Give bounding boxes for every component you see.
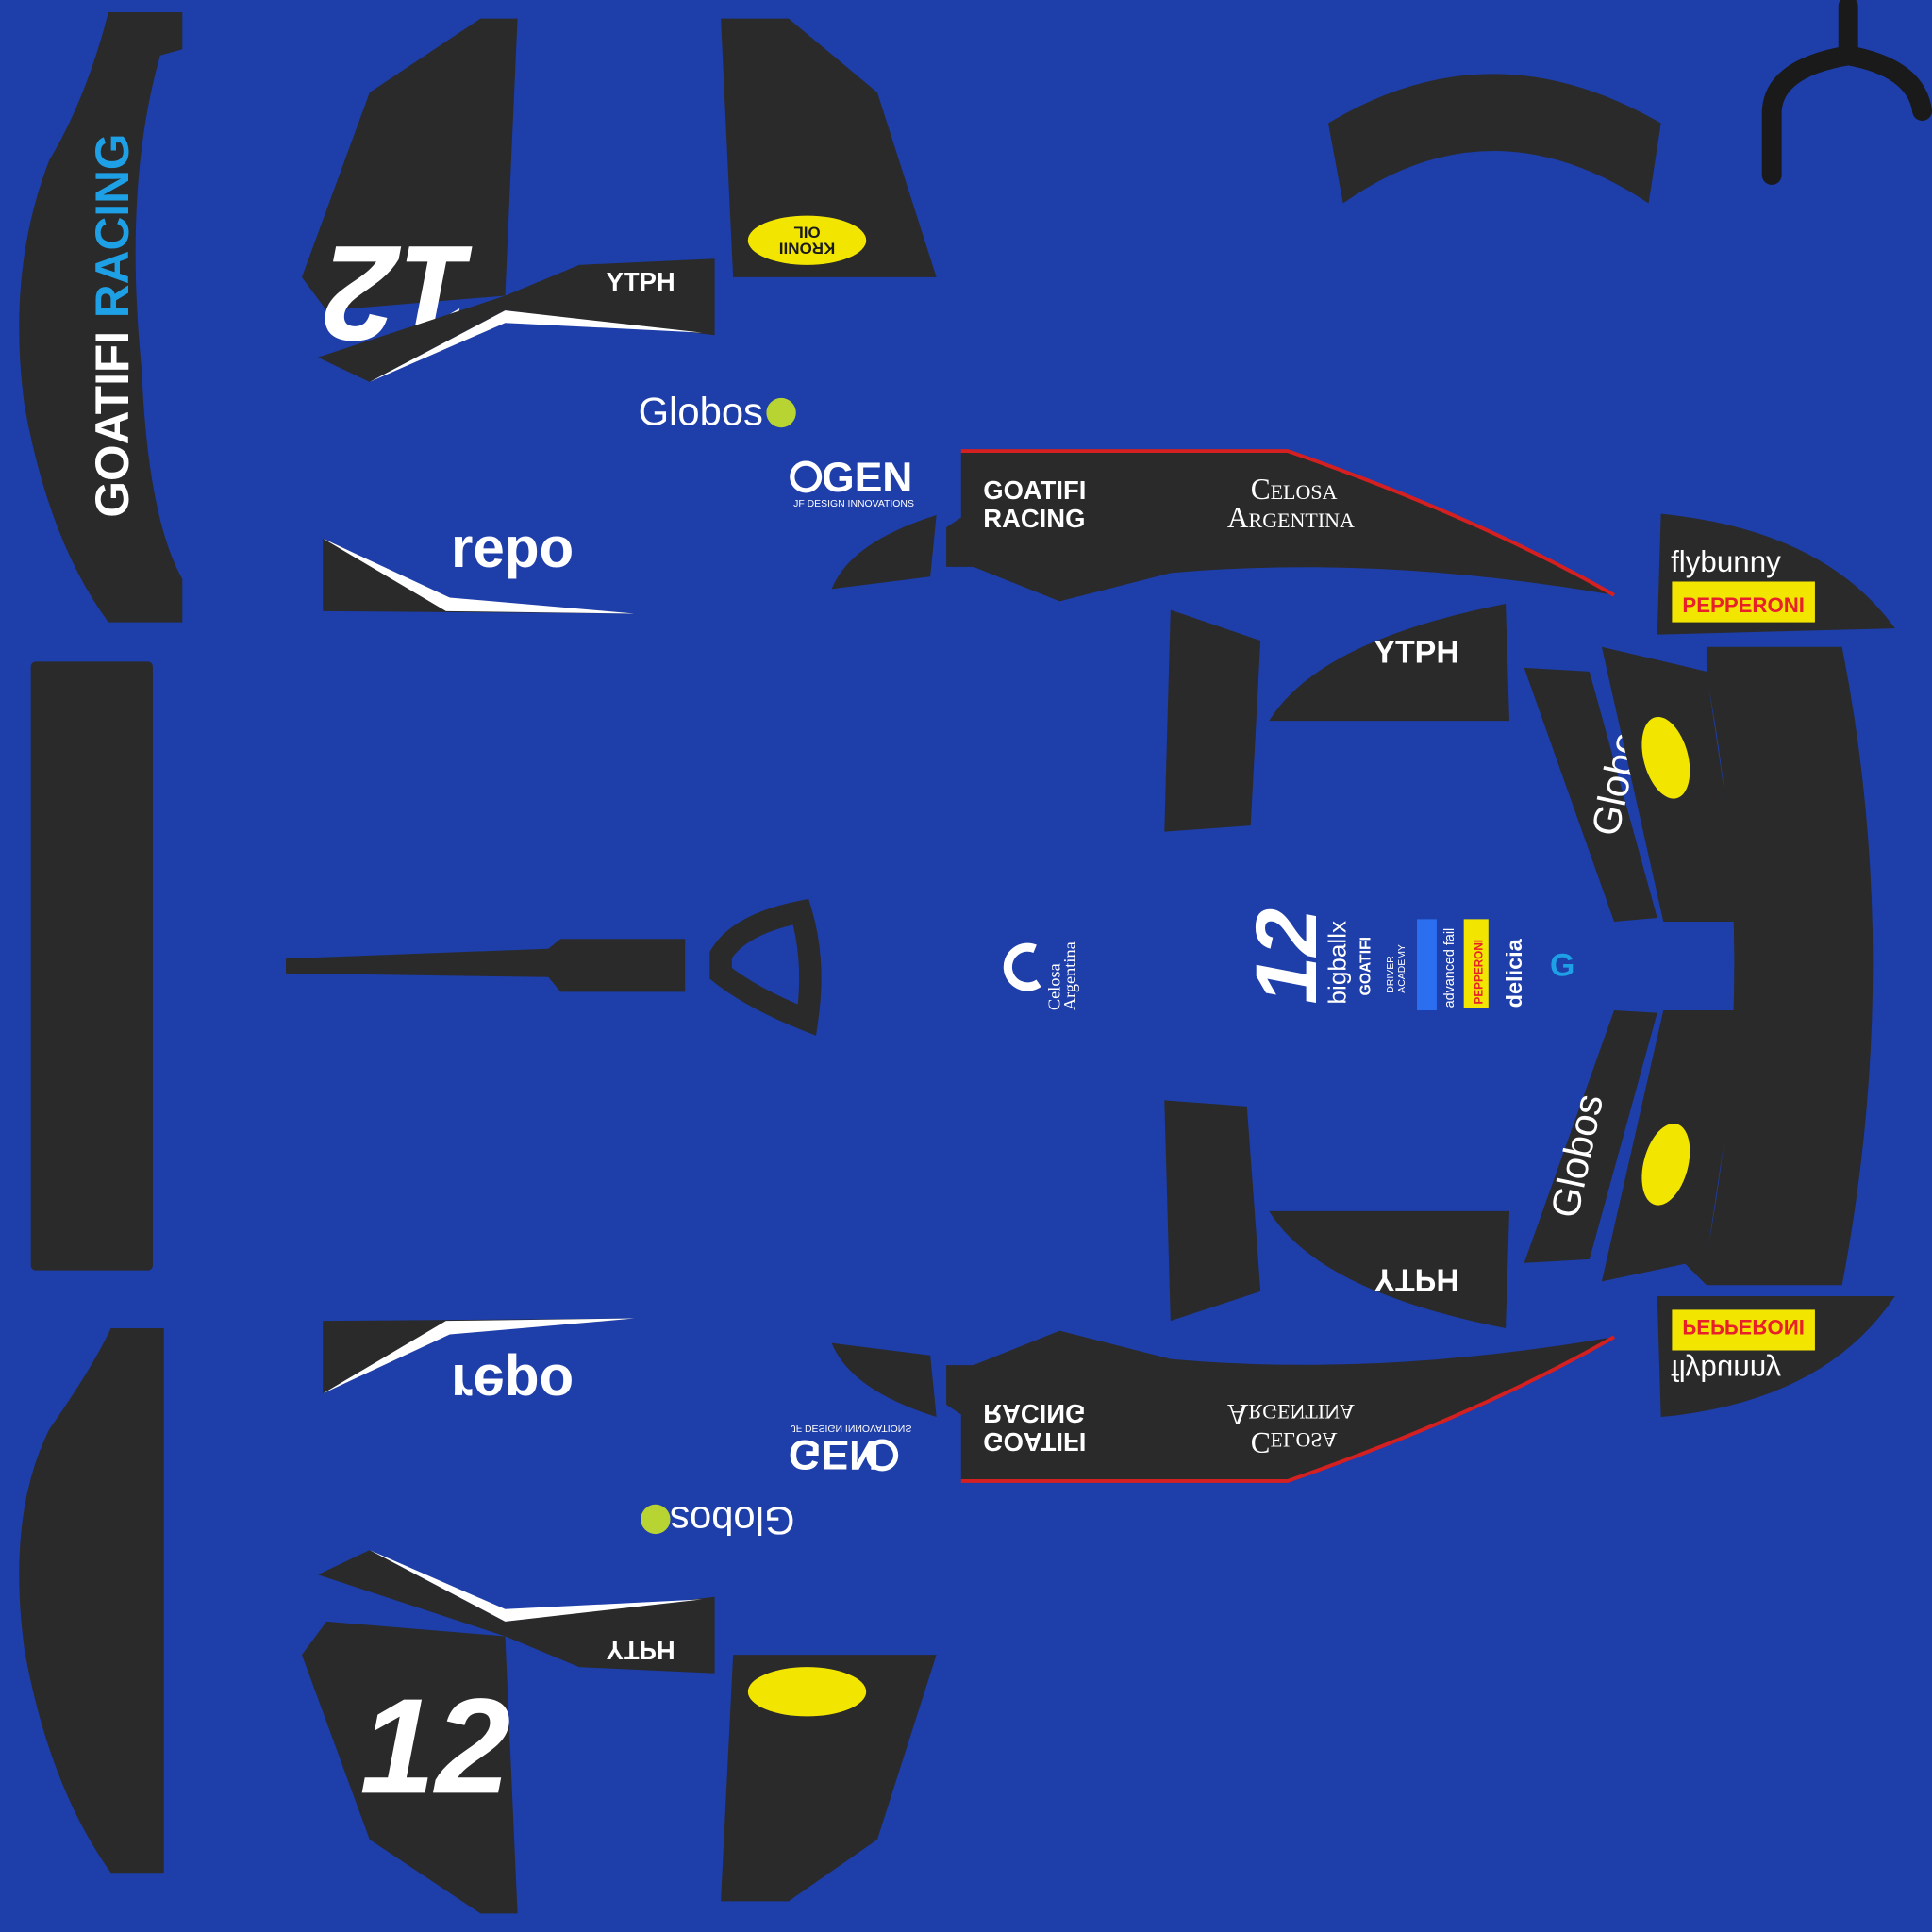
red-pinstripe-bottom bbox=[960, 1335, 1615, 1483]
halo-arc-panel bbox=[1328, 74, 1661, 204]
front-wing-top bbox=[1269, 604, 1509, 722]
celosa-nose: CelosaArgentina bbox=[1044, 941, 1079, 1010]
ogen-bottom: GEN bbox=[789, 1431, 879, 1477]
white-stripe-bottom bbox=[369, 1550, 703, 1622]
ogen-sub-bottom: JF DESIGN INNOVATIONS bbox=[791, 1423, 912, 1433]
roll-hoop bbox=[709, 898, 822, 1036]
wing-endplate-bottom bbox=[317, 1550, 715, 1674]
repo-bottom: repo bbox=[451, 1353, 574, 1416]
nose-side-top bbox=[946, 451, 1615, 602]
mirror-stalk bbox=[286, 939, 686, 992]
globos-moon-top bbox=[766, 397, 796, 428]
nose-plate-globos-bottom bbox=[1524, 1010, 1657, 1263]
celosa-moon-icon bbox=[1003, 942, 1041, 991]
delicia: delicia bbox=[1502, 938, 1526, 1008]
nose-cone-piece-bottom bbox=[1164, 1100, 1261, 1322]
pepperoni-text-bottom: PEPPERONI bbox=[1682, 1315, 1804, 1339]
ytph-top: YTPH bbox=[607, 267, 675, 296]
sidepod-top-panel bbox=[19, 12, 183, 623]
ytph-right-bottom: YTPH bbox=[1374, 1261, 1459, 1297]
engine-cover-bottom-right bbox=[721, 1655, 937, 1902]
kronii-oil-logo-bottom bbox=[747, 1667, 867, 1717]
pepperoni-nose: PEPPERONI bbox=[1473, 940, 1485, 1005]
front-wing-bottom bbox=[1269, 1210, 1509, 1328]
goatifi-academy: GOATIFI bbox=[1357, 937, 1374, 995]
bargeboard-top bbox=[323, 538, 635, 614]
kronii-oil-logo-top bbox=[747, 215, 867, 265]
halo-mount-shape bbox=[1761, 0, 1932, 185]
engine-cover-bottom-left bbox=[302, 1621, 518, 1914]
car-number-nose: 12 bbox=[1239, 908, 1335, 1005]
globos-bottom: Globos bbox=[670, 1498, 794, 1542]
ytph-right-top: YTPH bbox=[1374, 635, 1459, 671]
bigballx: bigballx bbox=[1323, 921, 1351, 1005]
pepperoni-nose-logo bbox=[1463, 919, 1489, 1008]
kronii-oil-logo-nose-bottom bbox=[1641, 1123, 1690, 1206]
advanced-fail: advanced fail bbox=[1442, 928, 1457, 1008]
globos-top: Globos bbox=[639, 390, 763, 434]
nose-small-bottom bbox=[831, 1342, 937, 1418]
pepperoni-logo-top bbox=[1672, 581, 1815, 623]
goatifi-racing-bottom: GOATIFIRACING bbox=[983, 1399, 1086, 1457]
engine-cover-top-left bbox=[302, 18, 518, 311]
engine-cover-top-right bbox=[721, 18, 937, 277]
repo-top: repo bbox=[451, 516, 574, 579]
flybunny-bottom: flybunny bbox=[1671, 1354, 1781, 1387]
team-name-vertical: GOATIFI RACING bbox=[86, 133, 139, 517]
ogen-sub-top: JF DESIGN INNOVATIONS bbox=[793, 499, 914, 509]
ogen-top: GEN bbox=[822, 455, 912, 501]
ytph-bottom: YTPH bbox=[607, 1636, 675, 1665]
nose-top-sponsors: CelosaArgentina 12 bigballx GOATIFI DRIV… bbox=[1003, 908, 1574, 1011]
bargeboard-bottom bbox=[323, 1318, 635, 1394]
nose-small-top bbox=[831, 514, 937, 590]
kronii-oil-logo-nose-top bbox=[1641, 716, 1690, 799]
celosa-argentina-bottom: CelosaArgentina bbox=[1227, 1398, 1355, 1459]
ogen-swirl-icon-bottom bbox=[866, 1439, 899, 1472]
nose-cone-piece-top bbox=[1164, 609, 1261, 832]
flybunny-top: flybunny bbox=[1671, 545, 1781, 578]
globos-moon-bottom bbox=[641, 1504, 671, 1535]
sidepod-bottom-panel bbox=[19, 1328, 164, 1874]
pepperoni-text-top: PEPPERONI bbox=[1682, 593, 1804, 617]
nose-side-bottom bbox=[946, 1330, 1615, 1481]
red-pinstripe-top bbox=[960, 449, 1615, 597]
ogen-swirl-icon-top bbox=[790, 460, 823, 493]
white-stripe-top bbox=[369, 310, 703, 382]
kronii-oil-text-top: KRONIIOIL bbox=[779, 223, 835, 257]
car-number-bottom: 12 bbox=[359, 1671, 510, 1822]
pepperoni-logo-bottom bbox=[1672, 1309, 1815, 1351]
g-logo-icon: G bbox=[1550, 947, 1574, 983]
floor-panel bbox=[30, 661, 153, 1271]
nose-tip-panel bbox=[1677, 646, 1874, 1286]
nose-plate-globos-top bbox=[1524, 667, 1657, 922]
wing-endplate-top bbox=[317, 258, 715, 382]
driver-academy: DRIVERACADEMY bbox=[1386, 944, 1407, 993]
advanced-fail-bar bbox=[1417, 919, 1437, 1011]
